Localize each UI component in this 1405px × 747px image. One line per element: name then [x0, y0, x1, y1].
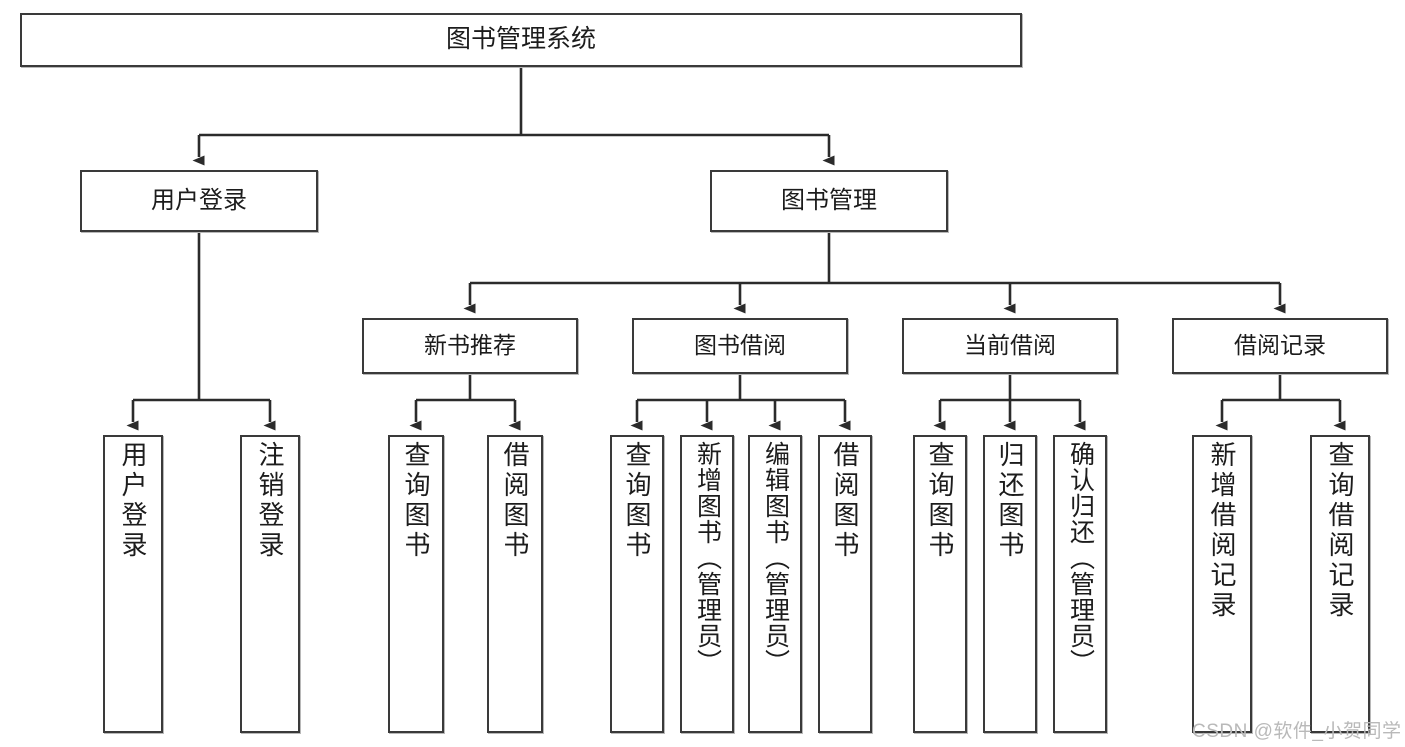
node-l-addrec[interactable]: 新增借阅记录 [1192, 435, 1252, 733]
node-login[interactable]: 用户登录 [80, 170, 318, 232]
csdn-watermark: CSDN @软件_小贺同学 [1192, 721, 1402, 742]
node-label-l-logout: 注销登录 [255, 441, 285, 561]
node-label-l-query2: 查询图书 [622, 441, 652, 561]
node-label-l-query1: 查询图书 [401, 441, 431, 561]
node-label-login: 用户登录 [151, 186, 247, 214]
node-root[interactable]: 图书管理系统 [20, 13, 1022, 67]
node-label-l-addrec: 新增借阅记录 [1207, 441, 1237, 621]
node-label-l-borrow2: 借阅图书 [830, 441, 860, 561]
node-label-current: 当前借阅 [964, 332, 1056, 359]
node-l-borrow1[interactable]: 借阅图书 [487, 435, 543, 733]
node-l-logout[interactable]: 注销登录 [240, 435, 300, 733]
node-label-l-borrow1: 借阅图书 [500, 441, 530, 561]
node-l-add[interactable]: 新增图书（管理员） [680, 435, 734, 733]
node-label-l-login: 用户登录 [118, 441, 148, 561]
node-l-confirm[interactable]: 确认归还（管理员） [1053, 435, 1107, 733]
node-label-l-return: 归还图书 [995, 441, 1025, 561]
node-bookmgmt[interactable]: 图书管理 [710, 170, 948, 232]
node-label-borrow: 图书借阅 [694, 332, 786, 359]
node-label-l-edit: 编辑图书（管理员） [761, 441, 790, 675]
node-l-login[interactable]: 用户登录 [103, 435, 163, 733]
node-label-l-query3: 查询图书 [925, 441, 955, 561]
node-label-l-add: 新增图书（管理员） [693, 441, 722, 675]
node-l-query1[interactable]: 查询图书 [388, 435, 444, 733]
node-l-queryrec[interactable]: 查询借阅记录 [1310, 435, 1370, 733]
node-label-l-confirm: 确认归还（管理员） [1066, 441, 1095, 675]
node-l-query3[interactable]: 查询图书 [913, 435, 967, 733]
node-label-records: 借阅记录 [1234, 332, 1326, 359]
node-l-borrow2[interactable]: 借阅图书 [818, 435, 872, 733]
node-label-newrec: 新书推荐 [424, 332, 516, 359]
node-records[interactable]: 借阅记录 [1172, 318, 1388, 374]
node-borrow[interactable]: 图书借阅 [632, 318, 848, 374]
node-newrec[interactable]: 新书推荐 [362, 318, 578, 374]
node-l-query2[interactable]: 查询图书 [610, 435, 664, 733]
node-label-l-queryrec: 查询借阅记录 [1325, 441, 1355, 621]
node-l-edit[interactable]: 编辑图书（管理员） [748, 435, 802, 733]
node-l-return[interactable]: 归还图书 [983, 435, 1037, 733]
node-current[interactable]: 当前借阅 [902, 318, 1118, 374]
node-label-root: 图书管理系统 [445, 25, 596, 54]
node-label-bookmgmt: 图书管理 [781, 186, 877, 214]
